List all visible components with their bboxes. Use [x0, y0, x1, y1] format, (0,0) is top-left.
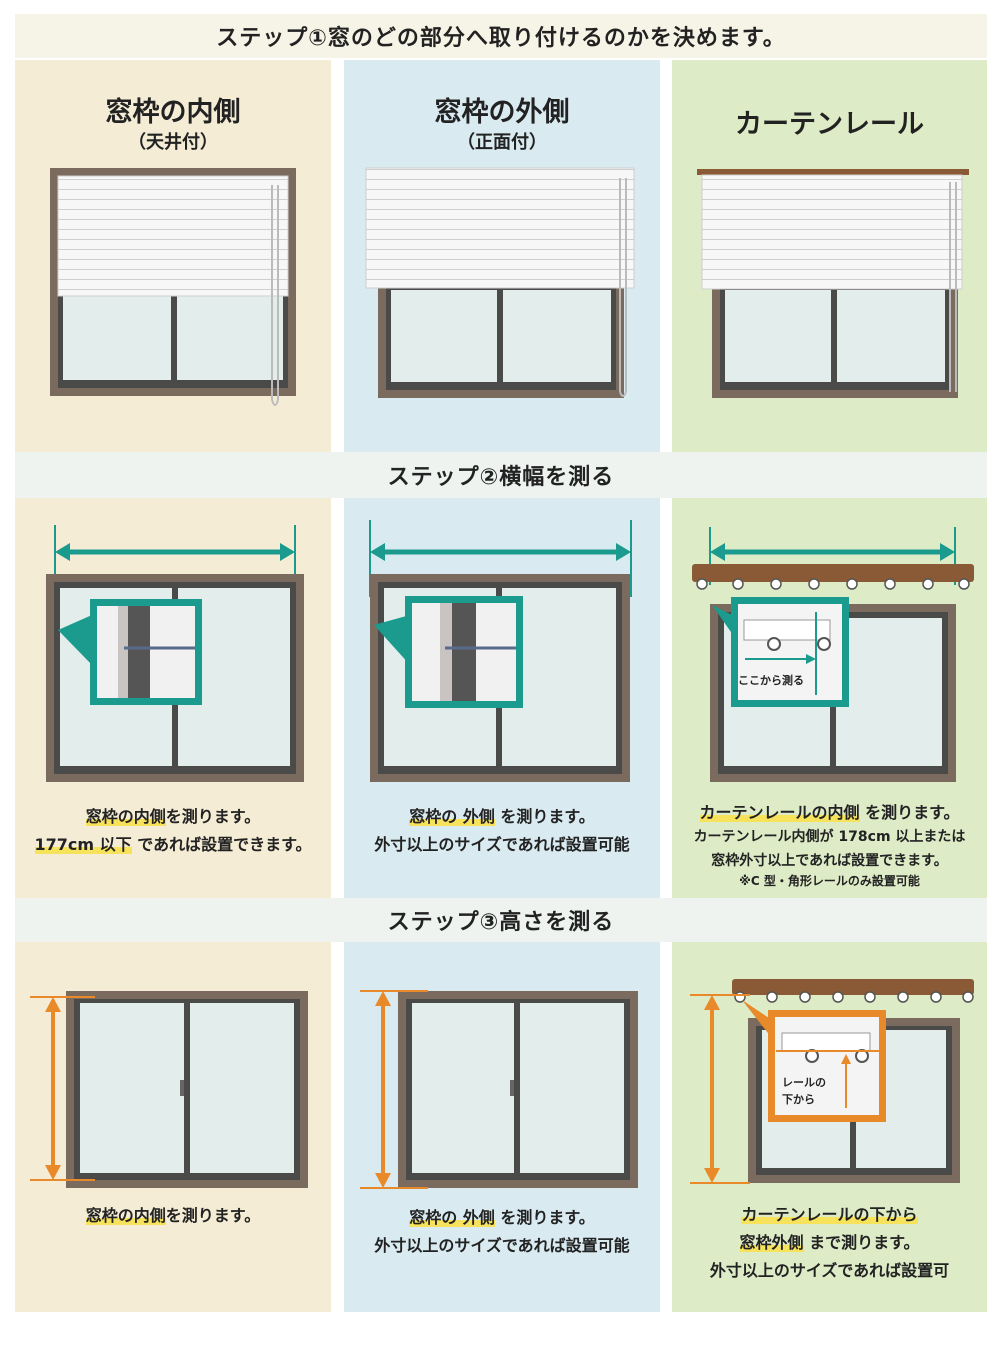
height-inside-caption: 窓枠の内側を測ります。 — [15, 1202, 331, 1230]
step3-header: ステップ③高さを測る — [15, 898, 987, 942]
width-inside-caption: 窓枠の内側を測ります。 177cm 以下 であれば設置できます。 — [15, 803, 331, 859]
step1-header: ステップ①窓のどの部分へ取り付けるのかを決めます。 — [15, 14, 987, 58]
height-outside-t2: 外寸以上のサイズであれば設置可能 — [374, 1236, 630, 1255]
height-rail-diagram: レールの 下から — [690, 979, 974, 1184]
width-rail-t1: を測ります。 — [865, 803, 960, 822]
width-outside-caption: 窓枠の 外側 を測ります。 外寸以上のサイズであれば設置可能 — [344, 803, 660, 859]
measure-from-here-label: ここから測る — [738, 673, 804, 687]
width-outside-diagram — [369, 520, 632, 782]
width-inside-t2: であれば設置できます。 — [137, 835, 312, 854]
width-inside-t1: を測ります。 — [165, 807, 261, 826]
height-rail-t3: 外寸以上のサイズであれば設置可 — [709, 1261, 950, 1280]
height-inside-hl1: 窓枠の内側 — [85, 1206, 166, 1225]
window-curtain-rail — [697, 169, 969, 398]
step2-title: ステップ②横幅を測る — [387, 465, 615, 490]
width-rail-diagram: ここから測る — [692, 527, 974, 782]
outside-title: 窓枠の外側 — [434, 97, 570, 128]
width-rail-t3: 窓枠外寸以上であれば設置できます。 — [711, 853, 948, 869]
width-inside-hl1: 窓枠の内側 — [85, 807, 166, 826]
width-rail-t4: ※C 型・角形レールのみ設置可能 — [739, 874, 920, 888]
step2-header: ステップ②横幅を測る — [15, 452, 987, 498]
width-outside-t1: を測ります。 — [500, 807, 595, 826]
width-inside-diagram — [46, 525, 304, 782]
height-rail-caption: カーテンレールの下から 窓枠外側 まで測ります。 外寸以上のサイズであれば設置可 — [672, 1201, 987, 1285]
inside-title: 窓枠の内側 — [105, 97, 241, 128]
height-outside-t1: を測ります。 — [500, 1208, 595, 1227]
step3-title: ステップ③高さを測る — [387, 910, 615, 935]
width-inside-hl2: 177cm 以下 — [34, 835, 132, 854]
window-inside-mount — [50, 168, 296, 406]
height-inside-t1: を測ります。 — [165, 1206, 261, 1225]
from-rail-label-2: 下から — [782, 1093, 815, 1106]
rail-title: カーテンレール — [735, 109, 924, 140]
width-rail-caption: カーテンレールの内側 を測ります。 カーテンレール内側が 178cm 以上または… — [672, 801, 987, 889]
width-outside-hl1: 窓枠の 外側 — [409, 807, 495, 826]
height-outside-caption: 窓枠の 外側 を測ります。 外寸以上のサイズであれば設置可能 — [344, 1204, 660, 1260]
width-rail-t2: カーテンレール内側が 178cm 以上または — [693, 829, 966, 845]
height-rail-hl1: カーテンレールの下から — [741, 1205, 918, 1224]
from-rail-label-1: レールの — [782, 1076, 826, 1089]
outside-subtitle: （正面付） — [457, 132, 547, 153]
height-outside-hl1: 窓枠の 外側 — [409, 1208, 495, 1227]
height-inside-diagram — [30, 991, 308, 1188]
step1-title: ステップ①窓のどの部分へ取り付けるのかを決めます。 — [216, 26, 786, 51]
width-rail-hl1: カーテンレールの内側 — [699, 803, 860, 822]
window-outside-mount — [365, 167, 635, 398]
width-outside-t2: 外寸以上のサイズであれば設置可能 — [374, 835, 630, 854]
height-rail-hl2: 窓枠外側 — [739, 1233, 804, 1252]
height-outside-diagram — [360, 990, 638, 1189]
height-rail-t2: まで測ります。 — [809, 1233, 920, 1252]
inside-subtitle: （天井付） — [128, 132, 218, 153]
